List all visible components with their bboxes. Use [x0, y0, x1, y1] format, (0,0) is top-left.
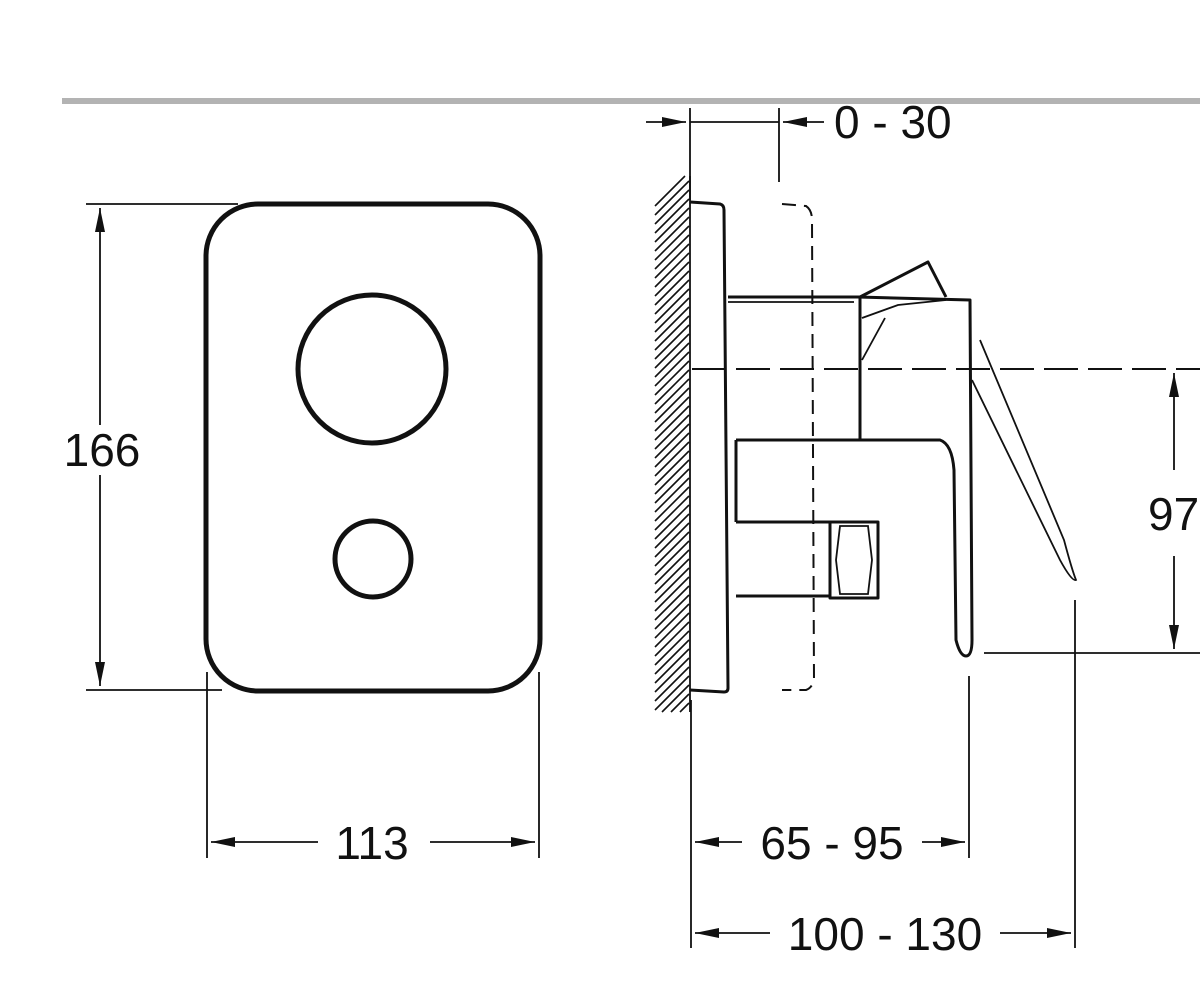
hatch-line [654, 558, 690, 594]
hatch-line [654, 423, 690, 459]
spout-body [734, 295, 974, 658]
hatch-line [654, 513, 690, 549]
hatch-line [654, 540, 690, 576]
hatch-line [654, 243, 690, 279]
hatch-line [654, 234, 690, 270]
hatch-line [654, 414, 690, 450]
hatch-line [654, 225, 690, 261]
hatch-line [654, 594, 690, 630]
hatch-line [654, 441, 690, 477]
hatch-line [654, 252, 690, 288]
wall-adjust-label: 0 - 30 [834, 96, 952, 148]
front-width-label: 113 [335, 817, 408, 869]
hatch-line [654, 189, 690, 225]
hatch-line [654, 198, 690, 234]
hatch-line [654, 477, 690, 513]
hatch-line [654, 504, 690, 540]
outlet-height-label: 97 [1148, 488, 1199, 540]
hatch-line [654, 630, 690, 666]
hatch-line [654, 675, 690, 711]
side-plate-adjusted [781, 203, 816, 691]
hatch-line [654, 306, 690, 342]
hatch-line [654, 324, 690, 360]
side-view [689, 200, 1200, 694]
hatch-line [654, 175, 686, 207]
hatch-line [679, 702, 690, 713]
hatch-line [654, 432, 690, 468]
diverter-knob [332, 518, 414, 600]
dimension-outlet-height: 97 [984, 373, 1200, 654]
lever [859, 260, 948, 299]
hatch-line [654, 288, 690, 324]
front-height-label: 166 [64, 424, 141, 476]
hatch-line [654, 639, 690, 675]
dimension-wall-adjust: 0 - 30 [646, 96, 952, 200]
hatch-line [654, 261, 690, 297]
hatch-line [654, 666, 690, 702]
hatch-line [654, 603, 690, 639]
hatch-line [654, 621, 690, 657]
hatch-line [654, 369, 690, 405]
hatch-line [654, 567, 690, 603]
hatch-line [654, 396, 690, 432]
lever-projection-label: 100 - 130 [788, 908, 982, 960]
dimension-front-width: 113 [206, 672, 540, 869]
hatch-line [654, 459, 690, 495]
hatch-line [654, 270, 690, 306]
hatch-line [661, 684, 690, 713]
hatch-line [654, 333, 690, 369]
hatch-line [654, 657, 690, 693]
hatch-line [654, 450, 690, 486]
cover-plate [203, 201, 543, 694]
outlet-projection-label: 65 - 95 [760, 817, 903, 869]
hatch-line [654, 378, 690, 414]
hatch-line [654, 207, 690, 243]
hatch-line [654, 297, 690, 333]
hatch-line [654, 522, 690, 558]
hatch-line [654, 486, 690, 522]
hatch-line [654, 180, 690, 216]
hatch-line [654, 585, 690, 621]
dimension-front-height: 166 [64, 203, 238, 691]
hatch-line [654, 279, 690, 315]
hatch-line [654, 387, 690, 423]
hatch-line [654, 549, 690, 585]
wall-hatching [654, 175, 691, 713]
side-plate [689, 200, 730, 694]
dimension-lever-projection: 100 - 130 [695, 600, 1076, 960]
hatch-line [654, 405, 690, 441]
hatch-line [654, 576, 690, 612]
hatch-line [670, 693, 690, 713]
hatch-line [654, 531, 690, 567]
handle-knob [295, 292, 449, 446]
hatch-line [654, 315, 690, 351]
connector-nut [828, 520, 880, 600]
front-view [203, 201, 543, 694]
hatch-line [654, 342, 690, 378]
dimension-outlet-projection: 65 - 95 [690, 676, 970, 948]
hatch-line [654, 468, 690, 504]
hatch-line [654, 648, 690, 684]
hatch-line [654, 495, 690, 531]
hatch-line [654, 216, 690, 252]
hatch-line [654, 351, 690, 387]
hatch-line [654, 360, 690, 396]
hatch-line [654, 612, 690, 648]
